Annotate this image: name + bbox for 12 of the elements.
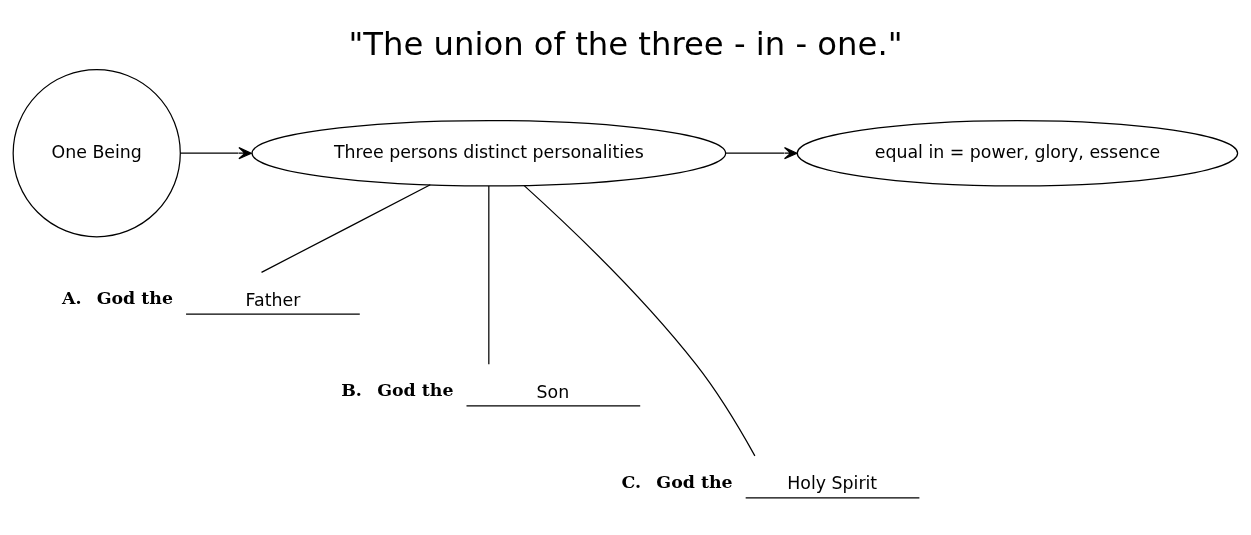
node-text: A. God the Father bbox=[61, 287, 301, 310]
node-text: C. God the Holy Spirit bbox=[621, 471, 878, 493]
arrow bbox=[179, 146, 252, 159]
connector bbox=[260, 183, 431, 273]
node-ellipse: Three persons distinct personalities bbox=[251, 119, 727, 186]
node-circle: One Being bbox=[12, 68, 181, 237]
connector bbox=[523, 184, 756, 456]
diagram-title: "The union of the three - in - one." bbox=[348, 24, 903, 63]
arrow bbox=[725, 146, 798, 159]
connector bbox=[488, 184, 490, 365]
node-text: B. God the Son bbox=[341, 379, 570, 402]
node-ellipse: equal in = power, glory, essence bbox=[796, 119, 1239, 186]
